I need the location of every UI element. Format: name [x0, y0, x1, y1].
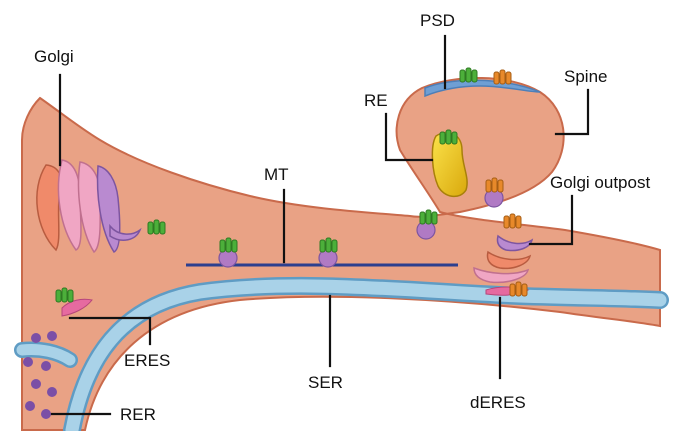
label-eres: ERES [124, 351, 170, 370]
label-ser: SER [308, 373, 343, 392]
label-golgi-outpost: Golgi outpost [550, 173, 650, 192]
label-deres: dERES [470, 393, 526, 412]
label-golgi: Golgi [34, 47, 74, 66]
label-psd: PSD [420, 11, 455, 30]
label-rer: RER [120, 405, 156, 424]
label-spine: Spine [564, 67, 607, 86]
label-re: RE [364, 91, 388, 110]
label-mt: MT [264, 165, 289, 184]
